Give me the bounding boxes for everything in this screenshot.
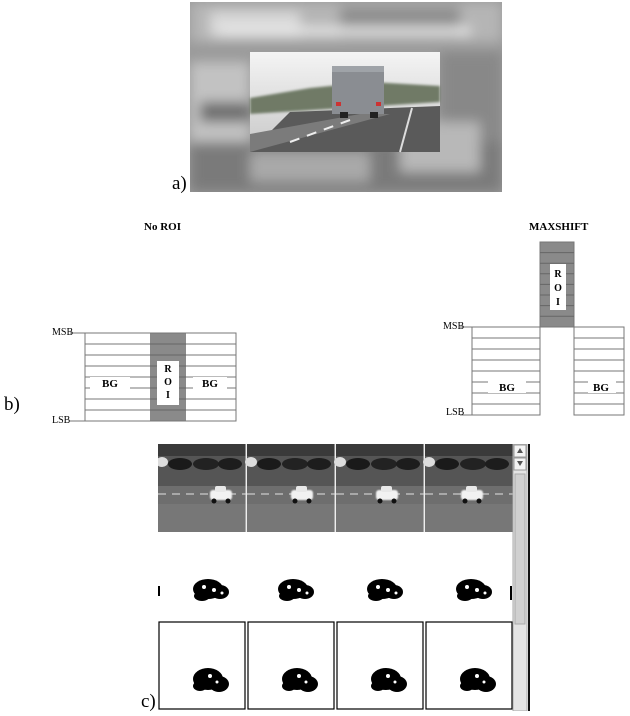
bg-left-label: BG <box>102 378 118 390</box>
bg-right-label: BG <box>202 378 218 390</box>
lsb-label-right: LSB <box>446 407 465 418</box>
scrollbar-thumb[interactable] <box>514 473 526 625</box>
maxshift-diagram: R O I BG BG <box>440 240 630 420</box>
roi-letter-i-shift: I <box>556 297 560 308</box>
maxshift-header: MAXSHIFT <box>529 221 589 233</box>
segmentation-mask <box>278 579 314 601</box>
video-frames-row <box>156 444 514 532</box>
bg-right-label-shift: BG <box>593 382 609 394</box>
boxed-mask <box>336 621 424 710</box>
no-roi-diagram: BG BG R O I <box>50 325 250 425</box>
roi-letter-r: R <box>164 364 172 375</box>
no-roi-bitplanes: BG BG R O I <box>70 332 237 422</box>
segmentation-mask <box>367 579 403 601</box>
roi-letter-o: O <box>164 377 172 388</box>
msb-label-right: MSB <box>443 321 465 332</box>
boxed-mask-row <box>158 621 513 710</box>
roi-letter-r-shift: R <box>554 269 562 280</box>
video-frame <box>156 444 247 532</box>
roi-letter-o-shift: O <box>554 283 562 294</box>
panel-c-label: c) <box>141 691 156 712</box>
bitplane-frame <box>84 332 237 422</box>
no-roi-header: No ROI <box>144 221 181 233</box>
lsb-label-left: LSB <box>52 415 71 426</box>
panel-a <box>190 2 502 192</box>
bg-left-label-shift: BG <box>499 382 515 394</box>
panel-b-label: b) <box>4 394 20 415</box>
boxed-mask <box>247 621 335 710</box>
video-frame <box>334 444 425 532</box>
boxed-mask <box>158 621 246 710</box>
video-frame <box>423 444 514 532</box>
boxed-mask <box>425 621 513 710</box>
maxshift-bitplanes: R O I BG BG <box>460 241 625 416</box>
up-arrow-icon <box>517 448 523 453</box>
segmentation-mask <box>456 579 492 601</box>
video-frame <box>245 444 336 532</box>
msb-label-left: MSB <box>52 327 74 338</box>
frame-strip-window <box>156 443 530 712</box>
down-arrow-icon <box>517 461 523 466</box>
bg-bitplane-lines <box>472 337 624 405</box>
mask-row <box>158 579 512 601</box>
roi-compressed-image <box>190 2 502 192</box>
segmentation-mask <box>193 579 229 601</box>
panel-a-label: a) <box>172 173 187 194</box>
roi-letter-i: I <box>166 390 170 401</box>
